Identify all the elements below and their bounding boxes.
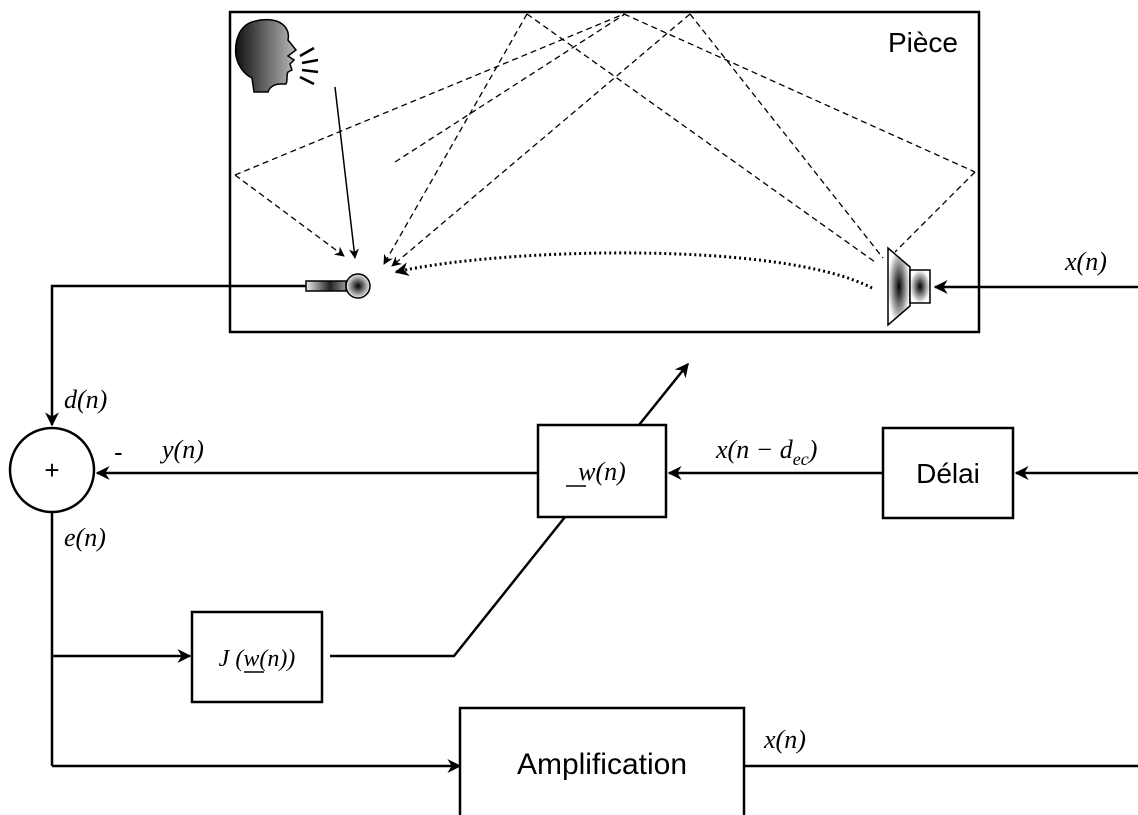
echo-reflection-paths bbox=[234, 13, 976, 267]
summer-node: + - bbox=[8, 426, 123, 514]
amplification-block: Amplification bbox=[458, 706, 746, 815]
room-label: Pièce bbox=[888, 27, 958, 58]
amplification-label: Amplification bbox=[517, 748, 687, 781]
delay-block: Délai bbox=[881, 426, 1015, 520]
delay-label: Délai bbox=[916, 458, 980, 489]
adaptive-filter-block: w(n) bbox=[536, 423, 668, 519]
label-e: e(n) bbox=[64, 523, 106, 552]
direct-echo-path bbox=[394, 251, 873, 290]
speaking-head-icon bbox=[234, 18, 319, 93]
summer-plus: + bbox=[44, 455, 59, 485]
mic-to-summer-line bbox=[45, 284, 306, 427]
microphone-icon bbox=[305, 273, 371, 299]
room: Pièce bbox=[228, 10, 981, 334]
adaptation-line bbox=[330, 516, 566, 658]
label-x-delayed: x(n − dec) bbox=[715, 435, 817, 469]
label-x-input: x(n) bbox=[1064, 247, 1107, 276]
filter-label: w(n) bbox=[578, 457, 626, 486]
label-d: d(n) bbox=[64, 385, 107, 414]
cost-label: J (w(n)) bbox=[219, 646, 296, 672]
label-y: y(n) bbox=[159, 435, 204, 464]
speech-direct-path bbox=[334, 86, 359, 259]
adaptation-arrow bbox=[638, 362, 689, 426]
room-box bbox=[228, 10, 981, 334]
loudspeaker-icon bbox=[887, 246, 931, 327]
cost-function-block: J (w(n)) bbox=[190, 610, 324, 704]
label-x-output: x(n) bbox=[763, 725, 806, 754]
summer-minus: - bbox=[114, 437, 123, 467]
